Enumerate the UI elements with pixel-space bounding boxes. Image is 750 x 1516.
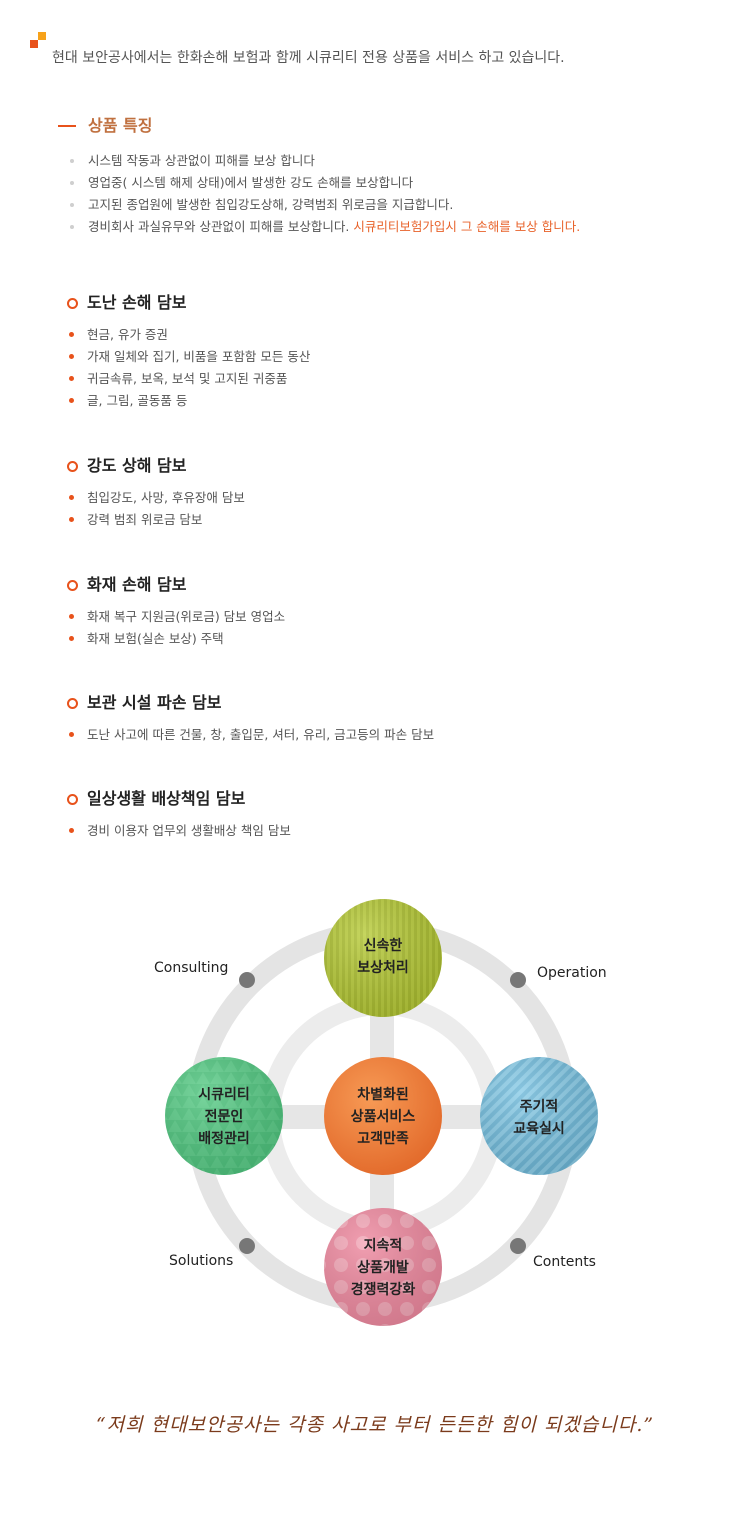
bullet-icon bbox=[69, 495, 74, 500]
svg-text:상품서비스: 상품서비스 bbox=[351, 1109, 416, 1125]
ring-icon bbox=[67, 698, 78, 709]
intro-mark-icon bbox=[30, 32, 48, 50]
ring-icon bbox=[67, 298, 78, 309]
list-item: 도난 사고에 따른 건물, 창, 출입문, 셔터, 유리, 금고등의 파손 담보 bbox=[69, 724, 726, 746]
coverage-list: 침입강도, 사망, 후유장애 담보 강력 범죄 위로금 담보 bbox=[66, 487, 726, 531]
orbit-dot bbox=[510, 972, 526, 988]
features-section: 상품 특징 시스템 작동과 상관없이 피해를 보상 합니다 영업중( 시스템 해… bbox=[58, 114, 738, 238]
orbit-dot bbox=[239, 972, 255, 988]
feature-item: 영업중( 시스템 해제 상태)에서 발생한 강도 손해를 보상합니다 bbox=[70, 172, 738, 194]
svg-text:경쟁력강화: 경쟁력강화 bbox=[351, 1281, 416, 1298]
coverage-liability: 일상생활 배상책임 담보 경비 이용자 업무외 생활배상 책임 담보 bbox=[66, 788, 726, 842]
orbit-label-operation: Operation bbox=[537, 965, 607, 981]
svg-text:상품개발: 상품개발 bbox=[357, 1259, 409, 1276]
intro-text: 현대 보안공사에서는 한화손해 보험과 함께 시큐리티 전용 상품을 서비스 하… bbox=[52, 50, 565, 66]
svg-text:고객만족: 고객만족 bbox=[357, 1130, 409, 1147]
coverage-facility: 보관 시설 파손 담보 도난 사고에 따른 건물, 창, 출입문, 셔터, 유리… bbox=[66, 692, 726, 746]
list-item: 글, 그림, 골동품 등 bbox=[69, 390, 726, 412]
ring-icon bbox=[67, 461, 78, 472]
coverage-list: 도난 사고에 따른 건물, 창, 출입문, 셔터, 유리, 금고등의 파손 담보 bbox=[66, 724, 726, 746]
node-center: 차별화된 상품서비스 고객만족 bbox=[324, 1057, 442, 1175]
bullet-icon bbox=[70, 225, 74, 229]
bullet-icon bbox=[69, 614, 74, 619]
svg-text:배정관리: 배정관리 bbox=[198, 1130, 250, 1147]
ring-icon bbox=[67, 794, 78, 805]
feature-item: 경비회사 과실유무와 상관없이 피해를 보상합니다. 시큐리티보험가입시 그 손… bbox=[70, 216, 738, 238]
node-top: 신속한 보상처리 bbox=[324, 899, 442, 1017]
bullet-icon bbox=[70, 181, 74, 185]
features-title: 상품 특징 bbox=[58, 114, 738, 138]
coverage-list: 경비 이용자 업무외 생활배상 책임 담보 bbox=[66, 820, 726, 842]
feature-highlight: 시큐리티보험가입시 그 손해를 보상 합니다. bbox=[353, 219, 581, 234]
bullet-icon bbox=[69, 732, 74, 737]
bullet-icon bbox=[69, 398, 74, 403]
diagram-svg: Consulting Operation Solutions Contents … bbox=[154, 899, 607, 1326]
svg-text:차별화된: 차별화된 bbox=[357, 1086, 409, 1103]
bullet-icon bbox=[70, 159, 74, 163]
orbit-label-solutions: Solutions bbox=[169, 1253, 233, 1269]
coverage-list: 현금, 유가 증권 가재 일체와 집기, 비품을 포함함 모든 동산 귀금속류,… bbox=[66, 324, 726, 412]
bullet-icon bbox=[69, 376, 74, 381]
feature-item: 시스템 작동과 상관없이 피해를 보상 합니다 bbox=[70, 150, 738, 172]
coverage-title: 화재 손해 담보 bbox=[66, 574, 726, 596]
bullet-icon bbox=[70, 203, 74, 207]
bullet-icon bbox=[69, 517, 74, 522]
bullet-icon bbox=[69, 636, 74, 641]
list-item: 강력 범죄 위로금 담보 bbox=[69, 509, 726, 531]
node-left: 시큐리티 전문인 배정관리 bbox=[165, 1057, 283, 1175]
svg-text:주기적: 주기적 bbox=[520, 1098, 559, 1115]
list-item: 귀금속류, 보옥, 보석 및 고지된 귀중품 bbox=[69, 368, 726, 390]
svg-text:시큐리티: 시큐리티 bbox=[198, 1087, 250, 1103]
node-bottom: 지속적 상품개발 경쟁력강화 bbox=[324, 1208, 442, 1326]
bullet-icon bbox=[69, 332, 74, 337]
coverage-title: 강도 상해 담보 bbox=[66, 455, 726, 477]
orbit-dot bbox=[510, 1238, 526, 1254]
features-list: 시스템 작동과 상관없이 피해를 보상 합니다 영업중( 시스템 해제 상태)에… bbox=[58, 150, 738, 238]
coverage-title: 도난 손해 담보 bbox=[66, 292, 726, 314]
node-right: 주기적 교육실시 bbox=[480, 1057, 598, 1175]
coverage-title: 일상생활 배상책임 담보 bbox=[66, 788, 726, 810]
list-item: 현금, 유가 증권 bbox=[69, 324, 726, 346]
closing-quote: “저희 현대보안공사는 각종 사고로 부터 든든한 힘이 되겠습니다.” bbox=[95, 1414, 655, 1436]
coverage-title: 보관 시설 파손 담보 bbox=[66, 692, 726, 714]
svg-text:교육실시: 교육실시 bbox=[513, 1121, 565, 1137]
coverage-fire: 화재 손해 담보 화재 복구 지원금(위로금) 담보 영업소 화재 보험(실손 … bbox=[66, 574, 726, 650]
svg-text:보상처리: 보상처리 bbox=[357, 960, 409, 976]
svg-text:전문인: 전문인 bbox=[205, 1108, 244, 1125]
feature-item: 고지된 종업원에 발생한 침입강도상해, 강력범죄 위로금을 지급합니다. bbox=[70, 194, 738, 216]
dash-icon bbox=[58, 125, 76, 127]
bullet-icon bbox=[69, 354, 74, 359]
list-item: 경비 이용자 업무외 생활배상 책임 담보 bbox=[69, 820, 726, 842]
orbit-label-contents: Contents bbox=[533, 1254, 596, 1270]
svg-text:지속적: 지속적 bbox=[364, 1237, 403, 1254]
coverage-robbery: 강도 상해 담보 침입강도, 사망, 후유장애 담보 강력 범죄 위로금 담보 bbox=[66, 455, 726, 531]
list-item: 화재 복구 지원금(위로금) 담보 영업소 bbox=[69, 606, 726, 628]
coverage-list: 화재 복구 지원금(위로금) 담보 영업소 화재 보험(실손 보상) 주택 bbox=[66, 606, 726, 650]
list-item: 화재 보험(실손 보상) 주택 bbox=[69, 628, 726, 650]
list-item: 가재 일체와 집기, 비품을 포함함 모든 동산 bbox=[69, 346, 726, 368]
ring-icon bbox=[67, 580, 78, 591]
bullet-icon bbox=[69, 828, 74, 833]
svg-text:신속한: 신속한 bbox=[364, 938, 403, 954]
orbit-dot bbox=[239, 1238, 255, 1254]
coverage-theft: 도난 손해 담보 현금, 유가 증권 가재 일체와 집기, 비품을 포함함 모든… bbox=[66, 292, 726, 412]
orbit-label-consulting: Consulting bbox=[154, 960, 228, 976]
service-diagram: Consulting Operation Solutions Contents … bbox=[0, 880, 750, 1340]
intro: 현대 보안공사에서는 한화손해 보험과 함께 시큐리티 전용 상품을 서비스 하… bbox=[30, 32, 730, 72]
list-item: 침입강도, 사망, 후유장애 담보 bbox=[69, 487, 726, 509]
